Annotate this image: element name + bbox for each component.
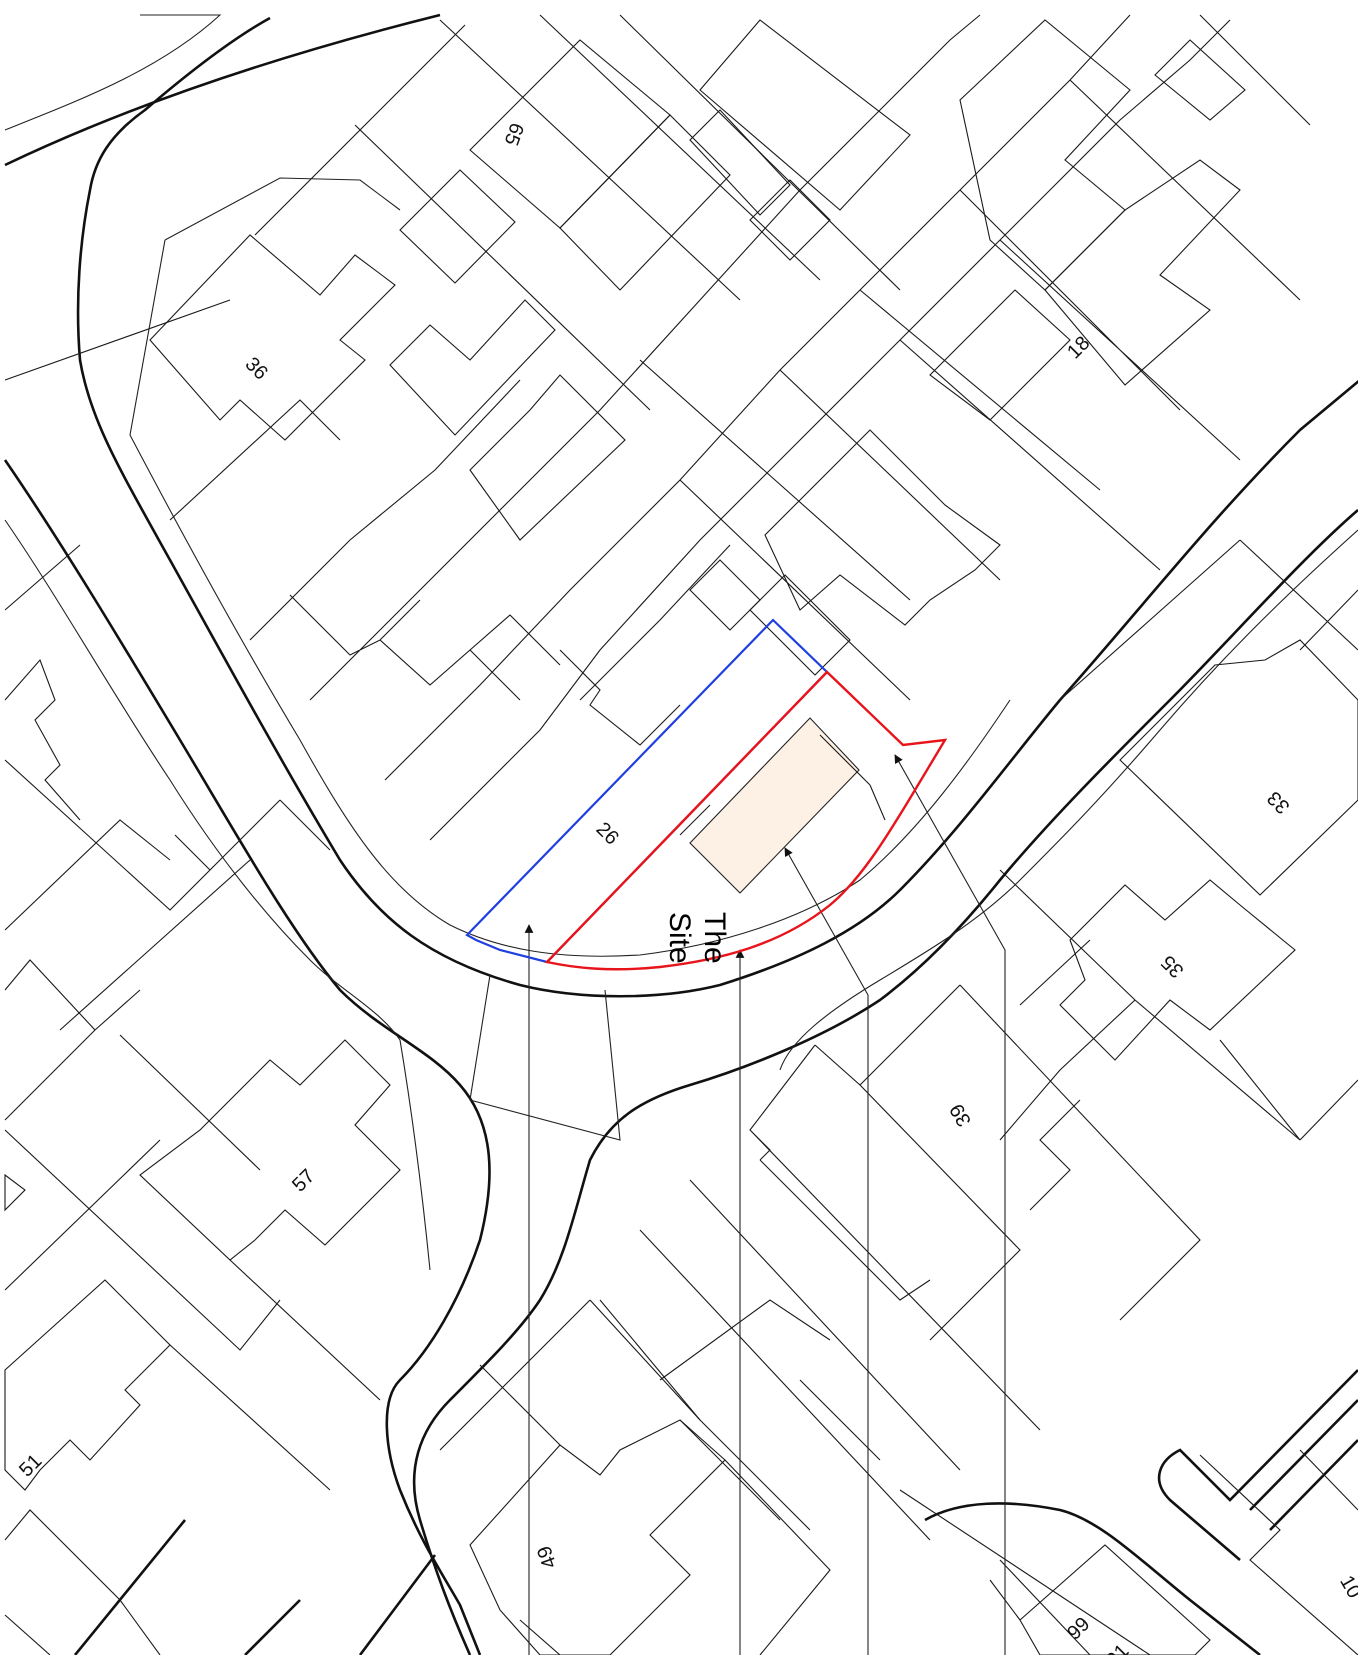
plot-36 [149,234,396,441]
proposed-building [689,717,860,894]
house-number-labels: 65 36 18 26 33 35 39 57 51 49 99 91 10 [15,120,1358,1655]
site-boundary [544,670,948,971]
site-label-line1: The [698,912,731,964]
plot-39 [589,984,1201,1655]
arrow-4 [894,754,1006,1655]
road-lower-sweep [412,509,1358,1655]
road-edges [3,13,1358,1655]
plot-35 [1059,879,1296,1061]
road-curve-outer-left [76,16,1358,998]
road-bottom-left-stub [73,1519,437,1655]
plot-18 [959,19,1131,291]
pavement-lines [4,14,1358,1271]
plot-57 [139,1039,401,1261]
site-label-line2: Site [663,912,696,964]
site-label: The Site [663,912,731,964]
house-number-18: 18 [1063,332,1094,363]
plot-outlines [4,14,1358,1655]
house-number-65: 65 [499,120,527,148]
plot-65 [469,39,671,229]
reference-arrows [524,754,1006,1655]
arrow-3 [784,847,869,1655]
plot-99 [1019,1544,1211,1655]
plot-65-rear [559,114,731,291]
house-number-33: 33 [1263,787,1294,818]
road-top-left-outer [4,13,441,167]
road-bottom-right-3 [1249,1399,1358,1531]
plot-33 [1119,639,1358,896]
road-curve-inner-left [3,459,491,1655]
house-number-91: 91 [1102,1640,1133,1655]
house-number-26: 26 [592,818,623,849]
road-bottom-right [924,1502,1261,1655]
house-number-99: 99 [1063,1613,1094,1644]
plot-51 [4,1279,171,1491]
house-number-57: 57 [288,1165,319,1196]
plot-49 [469,1419,726,1655]
house-number-39: 39 [946,1100,976,1130]
house-number-51: 51 [15,1450,46,1481]
road-bottom-right-2 [1157,1369,1358,1561]
house-number-49: 49 [533,1543,561,1571]
house-number-10x: 10 [1335,1572,1358,1602]
house-number-35: 35 [1157,951,1188,982]
house-number-36: 36 [241,353,272,384]
